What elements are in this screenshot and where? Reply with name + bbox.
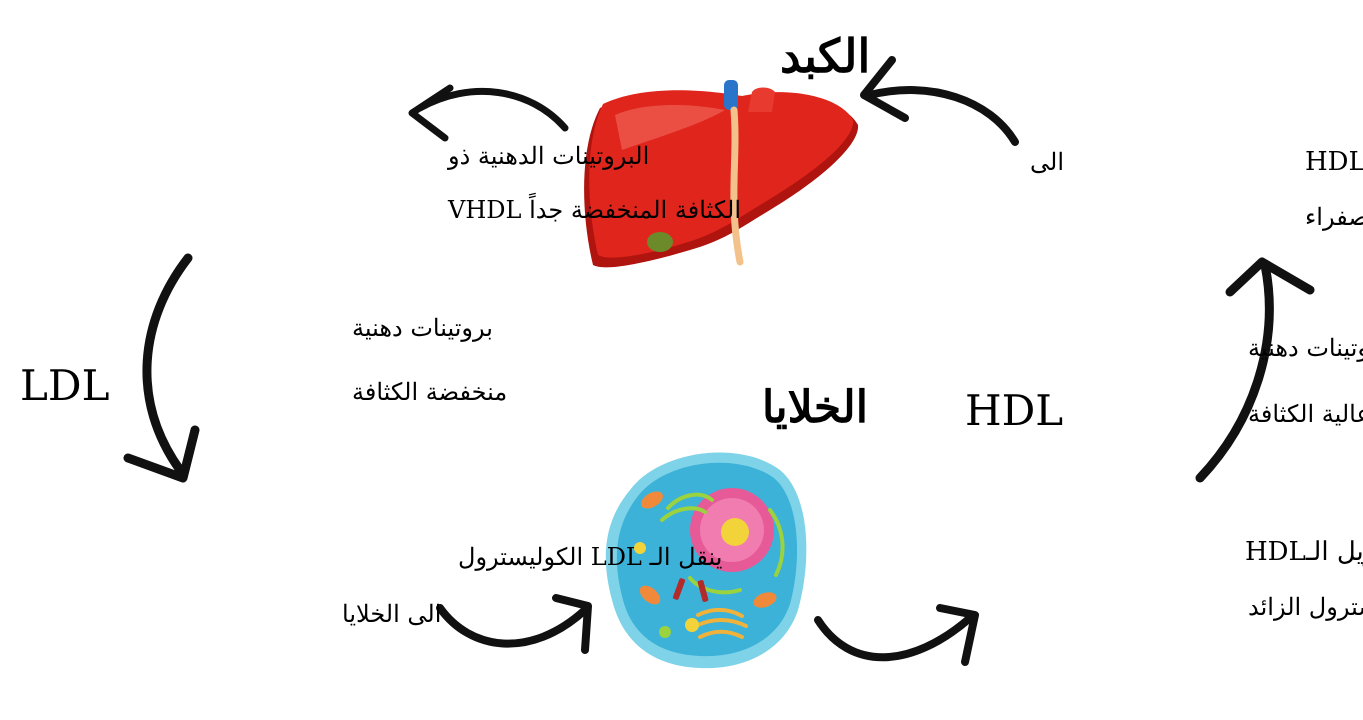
hdl-remove-line-1: يزيل الـHDL [1245,537,1363,567]
arrow-vldl-to-ldl [123,253,200,483]
ldl-line-2: منخفضة الكثافة [352,378,507,406]
ldl-transport-line-2: الى الخلايا [342,600,441,628]
ldl-transport-line-1: ينقل الـ LDL الكوليسترول [458,543,722,571]
title-cells: الخلايا [762,382,868,433]
lysosome-1 [685,618,699,632]
mitochondrion-2 [639,585,661,605]
golgi-apparatus [694,607,748,639]
arrow-hdl-to-liver-convert [1195,257,1315,483]
nucleolus [721,518,749,546]
hdl-line-1: بروتينات دهنية [1248,334,1363,362]
hepatic-artery-red [748,87,775,112]
hdl-abbreviation: HDL [965,386,1063,435]
hdl-remove-line-2: الكوليسترول الزائد [1248,593,1363,621]
bile-duct [730,106,744,266]
endoplasmic-reticulum [660,492,785,595]
liver-convert-line-1: يحول الكبد الـHDL [1305,147,1363,177]
liver-highlight [615,105,725,150]
mitochondrion-1 [641,491,663,509]
ldl-abbreviation: LDL [20,361,109,410]
mitochondrion-3 [753,592,777,608]
vldl-line-2: الكثافة المنخفضة جداً VHDL [447,193,741,224]
vldl-line-1: البروتينات الدهنية ذو [447,142,649,170]
centriole-2 [697,580,709,602]
liver-illustration [584,80,859,268]
title-liver: الكبد [780,29,870,83]
lysosome-2 [634,542,646,554]
hepatic-vein-blue [724,80,738,110]
arrow-ldl-to-cells [436,594,592,654]
vacuole [659,626,671,638]
arrow-convert-to-liver [860,56,1019,146]
gallbladder [647,232,673,252]
centriole-1 [672,578,686,600]
cell-illustration [605,452,807,669]
arrow-liver-to-vldl [408,84,569,142]
ldl-line-1: بروتينات دهنية [352,314,493,342]
hdl-line-2: عالية الكثافة [1248,400,1363,428]
liver-convert-line-3: أملاح صفراء [1305,200,1363,231]
liver-convert-line-2: الى [1030,148,1064,176]
arrow-cells-to-hdl [814,604,979,666]
